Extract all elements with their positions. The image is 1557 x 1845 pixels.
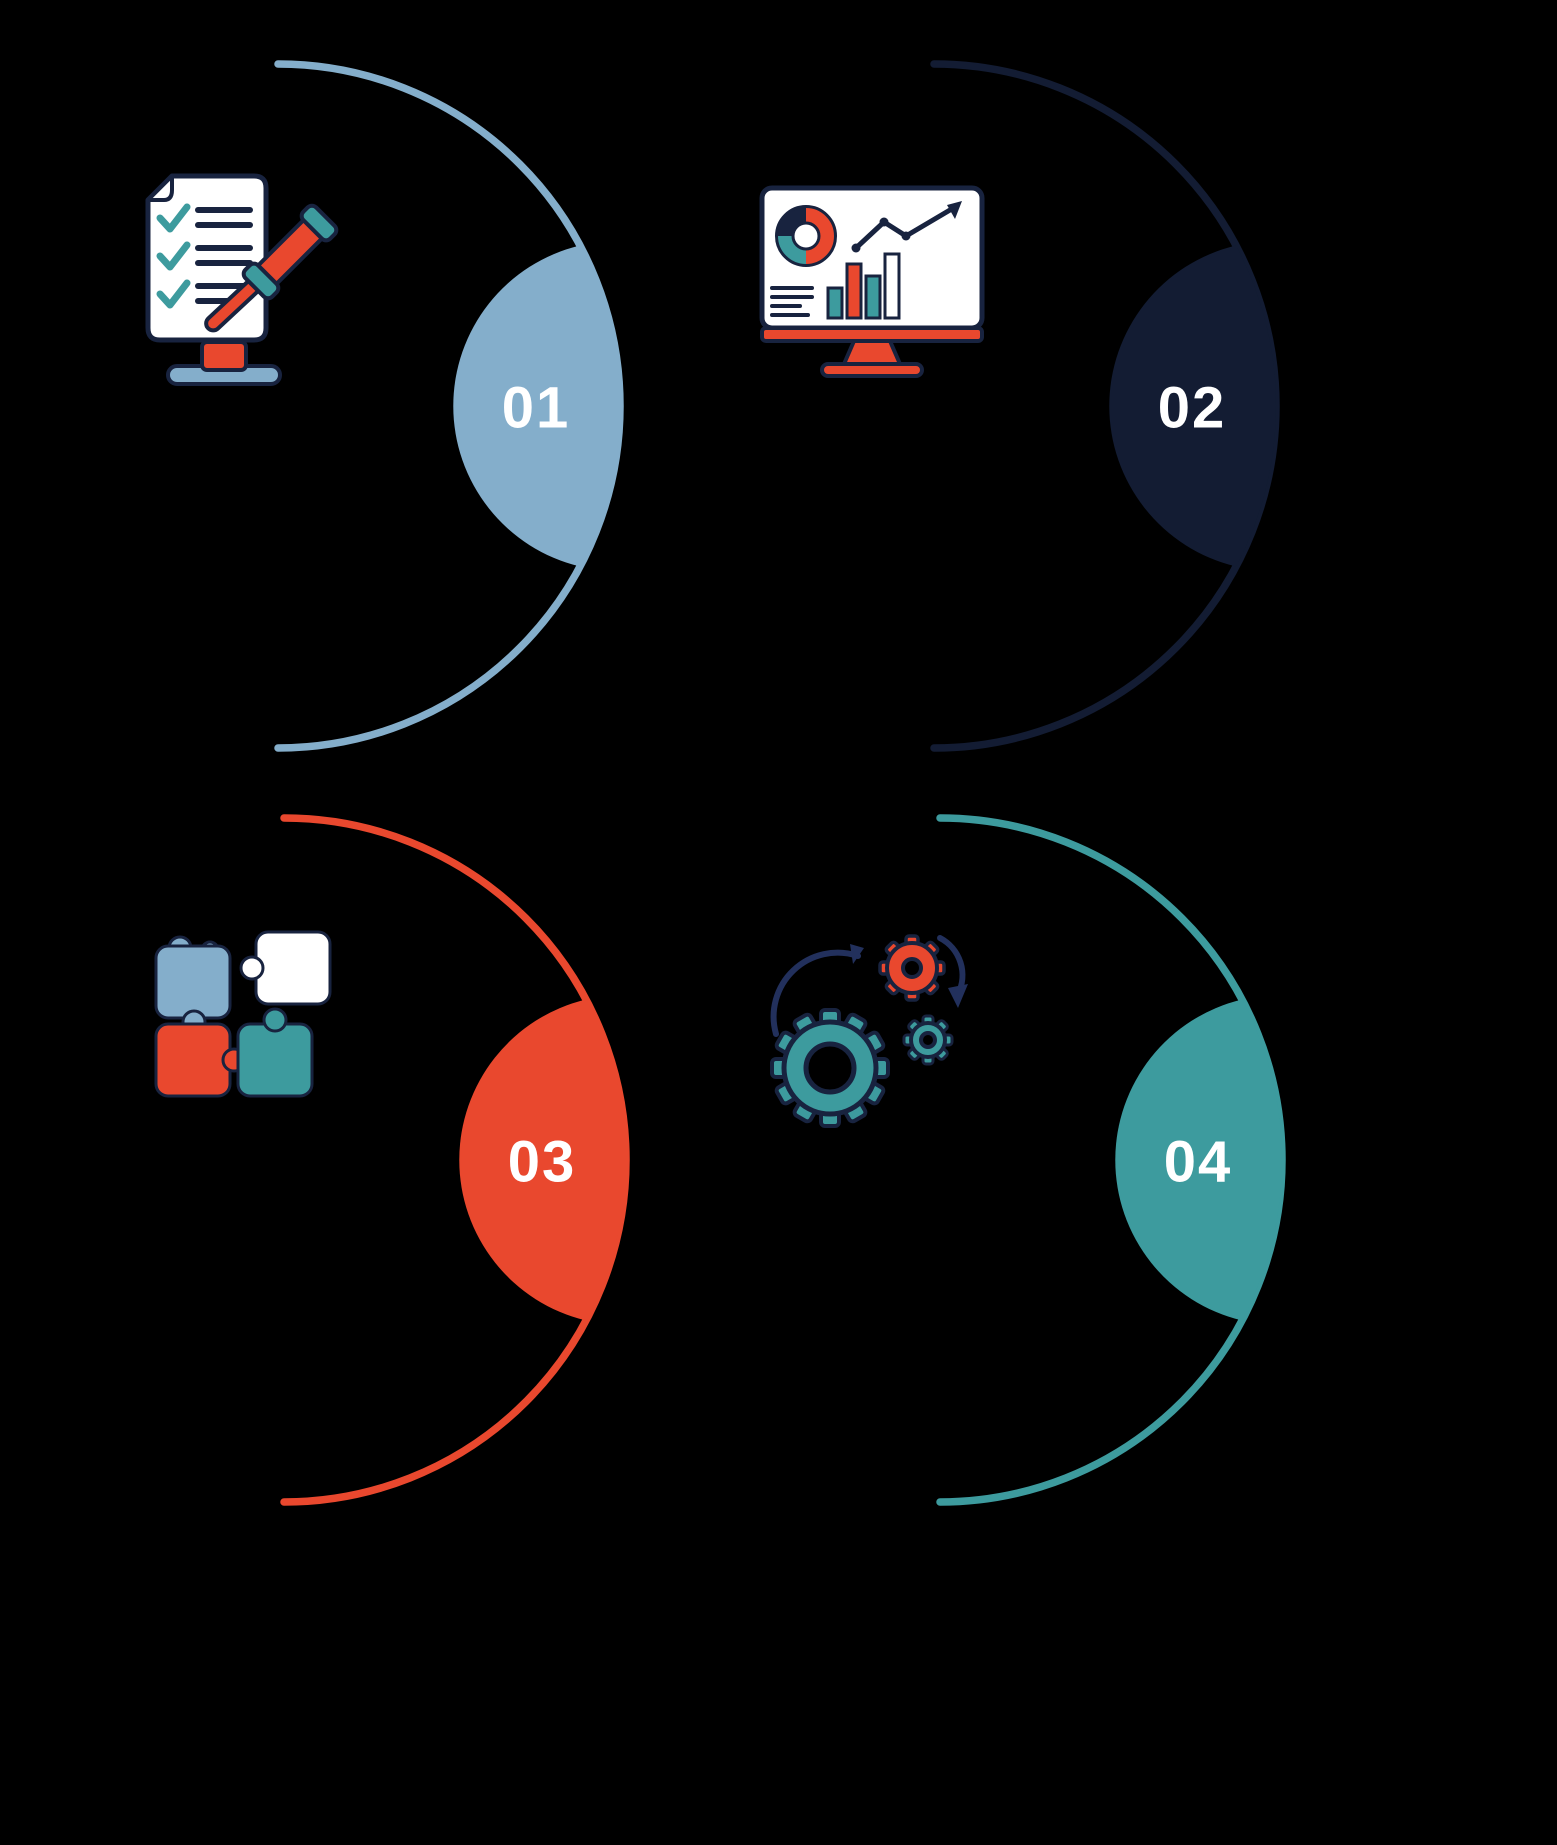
small-teal-gear [902, 1014, 954, 1066]
puzzle-piece-blue [154, 935, 232, 1035]
donut-chart [775, 205, 837, 267]
step-03-number-badge [459, 999, 627, 1321]
step-02-number-badge [1109, 245, 1277, 567]
puzzle-piece-teal [236, 1007, 314, 1098]
puzzle-pieces-icon [154, 930, 332, 1098]
checkmarks [156, 203, 191, 309]
step-02: 02 [930, 60, 1280, 752]
step-01: 01 [274, 60, 624, 752]
trend-line-graph [851, 201, 962, 253]
large-gear [770, 1008, 890, 1128]
monitor-base [820, 362, 924, 378]
step-01-number: 01 [502, 376, 571, 441]
step-03-number: 03 [508, 1130, 577, 1195]
gavel-head [241, 203, 339, 301]
dashboard-lines [770, 286, 814, 317]
monitor-stand [842, 339, 902, 366]
bar-chart [826, 252, 901, 320]
step-04: 04 [936, 814, 1286, 1506]
step-04-number-badge [1115, 999, 1283, 1321]
trend-arrow-head [947, 201, 962, 219]
analytics-dashboard-icon [759, 185, 985, 378]
puzzle-piece-red [154, 1022, 247, 1098]
small-red-gear [878, 934, 946, 1002]
cycle-arrows [770, 935, 968, 1037]
step-03: 03 [280, 814, 630, 1506]
gears-process-icon [770, 934, 968, 1128]
paper-fold-corner [146, 174, 174, 202]
gavel-sound-block [200, 340, 248, 372]
checklist-gavel-icon [145, 173, 339, 386]
step-04-number: 04 [1164, 1130, 1233, 1195]
step-02-number: 02 [1158, 376, 1227, 441]
puzzle-piece-white [239, 930, 332, 1006]
step-01-number-badge [453, 245, 621, 567]
